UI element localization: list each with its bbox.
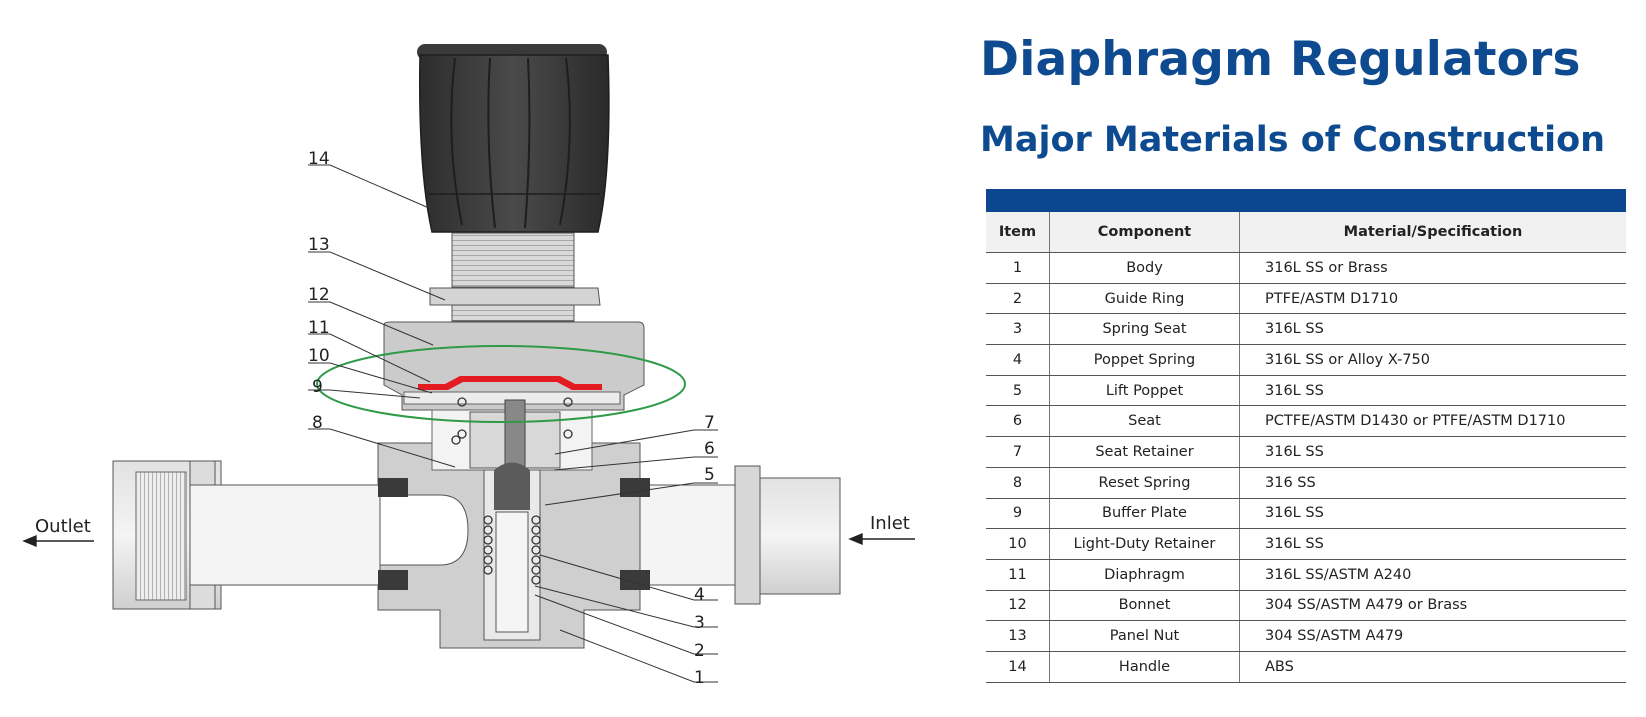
callout-3: 3 [694, 613, 705, 633]
callout-10: 10 [308, 346, 330, 366]
cell-component: Handle [1049, 651, 1240, 683]
cell-item: 4 [986, 344, 1050, 376]
cell-component: Seat [1049, 405, 1240, 438]
cell-material: PTFE/ASTM D1710 [1239, 283, 1626, 315]
cell-material: 316L SS or Alloy X-750 [1239, 344, 1626, 376]
cell-material: 316L SS [1239, 375, 1626, 407]
cell-item: 7 [986, 436, 1050, 468]
cell-component: Diaphragm [1049, 559, 1240, 591]
diaphragm [418, 376, 602, 390]
panel-nut [429, 287, 601, 306]
cell-component: Spring Seat [1049, 313, 1240, 346]
diaphragm-highlight-ellipse [316, 345, 686, 423]
callout-9: 9 [312, 377, 323, 397]
table-header-row: Item Component Material/Specification [986, 212, 1626, 253]
regulator-cross-section-diagram: Outlet Inlet 1 2 3 4 5 6 7 8 9 10 11 12 … [22, 44, 915, 688]
callout-2: 2 [694, 641, 705, 661]
cell-material: 316L SS [1239, 313, 1626, 346]
cell-component: Body [1049, 252, 1240, 284]
cell-item: 11 [986, 559, 1050, 591]
inlet-label: Inlet [870, 513, 910, 534]
cell-material: 316L SS [1239, 528, 1626, 560]
cell-material: 316L SS [1239, 498, 1626, 530]
cell-material: 304 SS/ASTM A479 [1239, 620, 1626, 652]
cell-component: Reset Spring [1049, 467, 1240, 499]
callout-14: 14 [308, 149, 330, 169]
callout-12: 12 [308, 285, 330, 305]
header-material: Material/Specification [1239, 212, 1626, 253]
page-subtitle: Major Materials of Construction [980, 120, 1606, 160]
header-component: Component [1049, 212, 1240, 253]
cell-item: 13 [986, 620, 1050, 652]
callout-7: 7 [704, 413, 715, 433]
callout-8: 8 [312, 413, 323, 433]
cell-component: Seat Retainer [1049, 436, 1240, 468]
inlet-fitting [620, 465, 841, 605]
cell-component: Buffer Plate [1049, 498, 1240, 530]
cell-material: ABS [1239, 651, 1626, 683]
cell-component: Poppet Spring [1049, 344, 1240, 376]
callout-11: 11 [308, 318, 330, 338]
cell-material: 316L SS [1239, 436, 1626, 468]
outlet-label: Outlet [35, 516, 91, 537]
cell-item: 6 [986, 405, 1050, 438]
handle-knob [417, 44, 610, 233]
cell-material: 316 SS [1239, 467, 1626, 499]
cell-component: Guide Ring [1049, 283, 1240, 315]
callout-5: 5 [704, 465, 715, 485]
cell-item: 1 [986, 252, 1050, 284]
cell-material: 304 SS/ASTM A479 or Brass [1239, 590, 1626, 622]
cell-item: 2 [986, 283, 1050, 315]
bonnet-thread [451, 232, 575, 288]
cell-item: 10 [986, 528, 1050, 560]
cell-item: 5 [986, 375, 1050, 407]
cell-material: 316L SS/ASTM A240 [1239, 559, 1626, 591]
cell-component: Lift Poppet [1049, 375, 1240, 407]
header-item: Item [986, 212, 1050, 253]
cell-item: 3 [986, 313, 1050, 346]
callout-6: 6 [704, 439, 715, 459]
cell-material: 316L SS or Brass [1239, 252, 1626, 284]
cell-component: Bonnet [1049, 590, 1240, 622]
page-title: Diaphragm Regulators [980, 32, 1581, 87]
cell-component: Panel Nut [1049, 620, 1240, 652]
outlet-fitting [112, 460, 469, 610]
cell-item: 12 [986, 590, 1050, 622]
cell-component: Light-Duty Retainer [1049, 528, 1240, 560]
cell-item: 8 [986, 467, 1050, 499]
callout-13: 13 [308, 235, 330, 255]
cell-material: PCTFE/ASTM D1430 or PTFE/ASTM D1710 [1239, 405, 1626, 438]
cell-item: 9 [986, 498, 1050, 530]
table-header-bar [986, 189, 1626, 212]
cell-item: 14 [986, 651, 1050, 683]
callout-4: 4 [694, 585, 705, 605]
callout-1: 1 [694, 668, 705, 688]
